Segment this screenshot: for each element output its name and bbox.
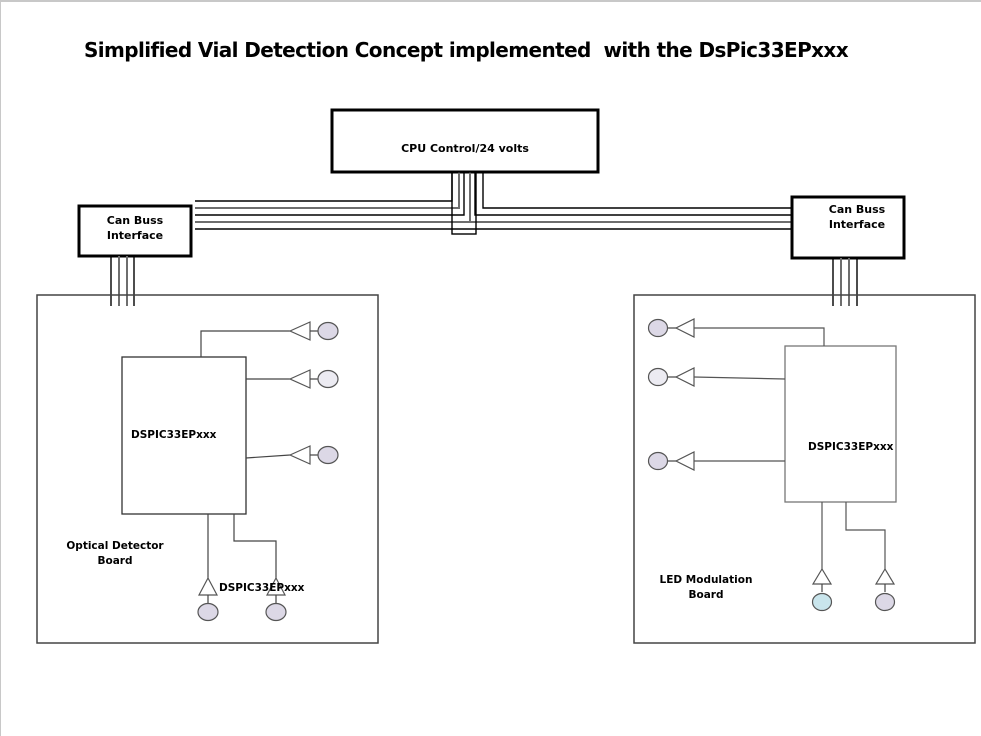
cpu-box	[330, 108, 600, 174]
led-icon	[874, 592, 896, 612]
driver-triangle-icon	[674, 318, 695, 338]
buffer-triangle-icon	[288, 321, 311, 341]
cpu-control-block[interactable]: CPU Control/24 volts	[330, 108, 600, 174]
right-led-2[interactable]	[647, 367, 695, 387]
driver-triangle-icon	[874, 567, 896, 585]
led-icon	[647, 318, 669, 338]
buffer-triangle-icon	[288, 369, 311, 389]
left-chip-box	[121, 356, 247, 515]
diagram-title: Simplified Vial Detection Concept implem…	[84, 38, 849, 62]
can-interface-left[interactable]: Can Buss Interface	[77, 204, 193, 258]
can-left-drops	[110, 256, 135, 306]
can-left-label-2: Interface	[107, 229, 163, 242]
photodetector-icon	[317, 445, 339, 465]
right-chip-box	[784, 345, 897, 503]
frame-border-top	[0, 0, 981, 2]
bus-wire-left-3	[195, 172, 465, 216]
can-right-label-2: Interface	[829, 218, 885, 231]
right-board-outline	[633, 294, 976, 644]
bus-junction	[451, 171, 477, 235]
led-modulation-board[interactable]: DSPIC33EPxxx LED Modulation Board	[633, 294, 976, 644]
can-left-label-1: Can Buss	[107, 214, 164, 227]
driver-triangle-icon	[674, 451, 695, 471]
led-icon	[647, 367, 669, 387]
driver-triangle-icon	[674, 367, 695, 387]
photodetector-icon	[197, 602, 219, 622]
left-sensor-1[interactable]	[288, 321, 339, 341]
driver-triangle-icon	[811, 567, 833, 585]
left-sensor-2[interactable]	[288, 369, 339, 389]
right-led-4[interactable]	[811, 567, 833, 612]
left-board-outline	[36, 294, 379, 644]
buffer-triangle-icon	[198, 576, 218, 596]
right-board-label-1: LED Modulation	[660, 574, 753, 586]
can-interface-right[interactable]: Can Buss Interface	[790, 195, 906, 260]
can-left-box	[77, 204, 193, 258]
left-sensor-4[interactable]	[197, 576, 219, 622]
frame-border-left	[0, 0, 1, 736]
left-stray-chip-label: DSPIC33EPxxx	[219, 582, 305, 594]
right-chip-label: DSPIC33EPxxx	[808, 441, 894, 453]
right-led-1[interactable]	[647, 318, 695, 338]
can-right-box	[790, 195, 906, 260]
can-bus-wiring	[195, 171, 795, 235]
led-icon	[811, 592, 833, 612]
cpu-label: CPU Control/24 volts	[401, 142, 529, 155]
left-chip-label: DSPIC33EPxxx	[131, 429, 217, 441]
right-board-wiring	[693, 327, 886, 569]
right-board-label-2: Board	[689, 589, 724, 601]
left-sensor-3[interactable]	[288, 445, 339, 465]
led-icon	[647, 451, 669, 471]
left-board-label-2: Board	[98, 555, 133, 567]
optical-detector-board[interactable]: DSPIC33EPxxx Optical Detector Board	[36, 294, 379, 644]
bus-wire-left-2	[195, 172, 460, 209]
photodetector-icon	[317, 321, 339, 341]
photodetector-icon	[265, 602, 287, 622]
buffer-triangle-icon	[288, 445, 311, 465]
bus-wire-right-1	[482, 172, 795, 209]
left-board-wiring	[200, 330, 291, 578]
bus-wire-right-2	[474, 172, 795, 216]
right-led-5[interactable]	[874, 567, 896, 612]
can-right-drops	[832, 258, 858, 306]
left-sensor-5[interactable]	[265, 576, 287, 622]
right-led-3[interactable]	[647, 451, 695, 471]
left-board-label-1: Optical Detector	[66, 540, 164, 552]
can-right-label-1: Can Buss	[829, 203, 886, 216]
bus-wire-left-1	[195, 172, 453, 202]
photodetector-icon	[317, 369, 339, 389]
